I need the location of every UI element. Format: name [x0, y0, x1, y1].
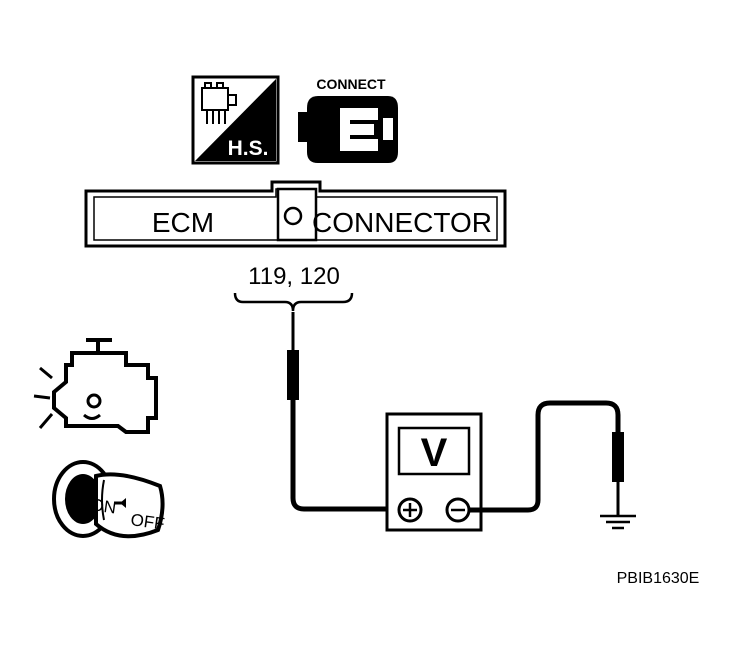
terminal-numbers-label: 119, 120: [248, 263, 340, 290]
hs-label: H.S.: [228, 137, 269, 160]
connector-right-label: CONNECTOR: [312, 207, 492, 238]
ground-probe: [469, 400, 624, 515]
ignition-switch-icon: ON OFF: [52, 460, 166, 539]
connect-label: CONNECT: [316, 76, 386, 92]
negative-terminal-icon: [445, 497, 471, 523]
engine-icon: [33, 338, 158, 434]
connector-left-label: ECM: [152, 207, 214, 238]
connect-badge: CONNECT: [298, 76, 398, 163]
ground-symbol-icon: [600, 514, 636, 530]
voltmeter-label: V: [421, 431, 448, 475]
ignition-on-label: ON: [89, 495, 117, 517]
voltmeter: V: [385, 412, 483, 532]
harness-side-badge: H.S.: [191, 75, 280, 165]
harness-connector-icon: [201, 82, 237, 124]
figure-code: PBIB1630E: [617, 570, 700, 587]
positive-probe: [287, 312, 398, 512]
connector-lock-circle: [283, 206, 303, 226]
switch-arrow-icon: [120, 498, 126, 508]
positive-terminal-icon: [397, 497, 423, 523]
terminal-brace: [233, 292, 354, 312]
connector-plug-icon: [298, 96, 398, 163]
ecm-connector: ECM CONNECTOR: [84, 180, 507, 248]
ignition-off-label: OFF: [129, 510, 165, 534]
